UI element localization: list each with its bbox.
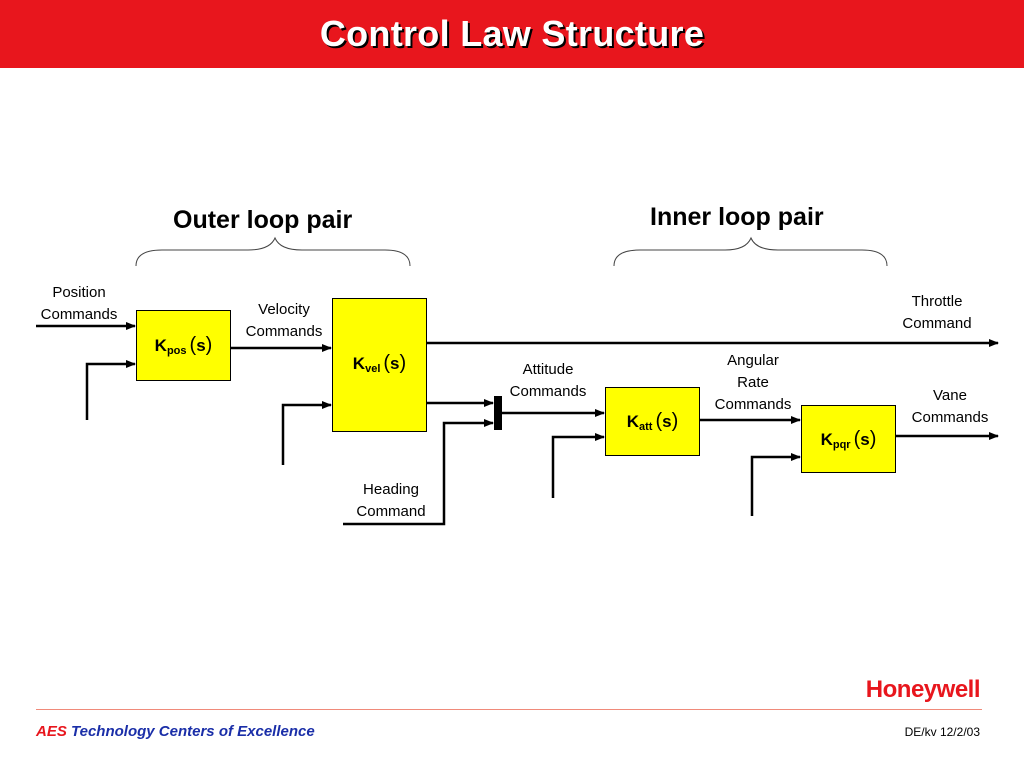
kvel-feedback-arrow — [281, 401, 332, 465]
inner-loop-label: Inner loop pair — [650, 203, 824, 231]
outer-loop-brace — [135, 236, 411, 267]
footer-divider — [36, 709, 982, 710]
kpos-feedback-arrow — [85, 360, 136, 420]
heading-command-arrow — [343, 419, 494, 526]
footer-tagline-text: Technology Centers of Excellence — [71, 723, 315, 740]
title-bar: Control Law Structure — [0, 0, 1024, 68]
kpqr-block: Kpqr(s) — [801, 405, 896, 473]
page-title: Control Law Structure — [319, 13, 705, 54]
footer-reference: DE/kv 12/2/03 — [904, 725, 980, 739]
katt-block: Katt(s) — [605, 387, 700, 456]
kpqr-transfer-function: Kpqr(s) — [820, 427, 877, 451]
katt-feedback-arrow — [551, 433, 605, 498]
inner-loop-brace — [613, 236, 888, 267]
outer-loop-label: Outer loop pair — [173, 206, 353, 234]
signal-mux-bar — [494, 396, 502, 430]
kpqr-feedback-arrow — [750, 453, 801, 516]
kpos-transfer-function: Kpos(s) — [154, 334, 213, 357]
footer-org: AES — [36, 723, 67, 740]
katt-transfer-function: Katt(s) — [626, 410, 679, 433]
kvel-transfer-function: Kvel(s) — [352, 351, 407, 375]
footer-tagline: AES Technology Centers of Excellence — [36, 723, 315, 740]
kpos-block: Kpos(s) — [136, 310, 231, 381]
kvel-block: Kvel(s) — [332, 298, 427, 432]
honeywell-logo: Honeywell — [865, 676, 981, 703]
